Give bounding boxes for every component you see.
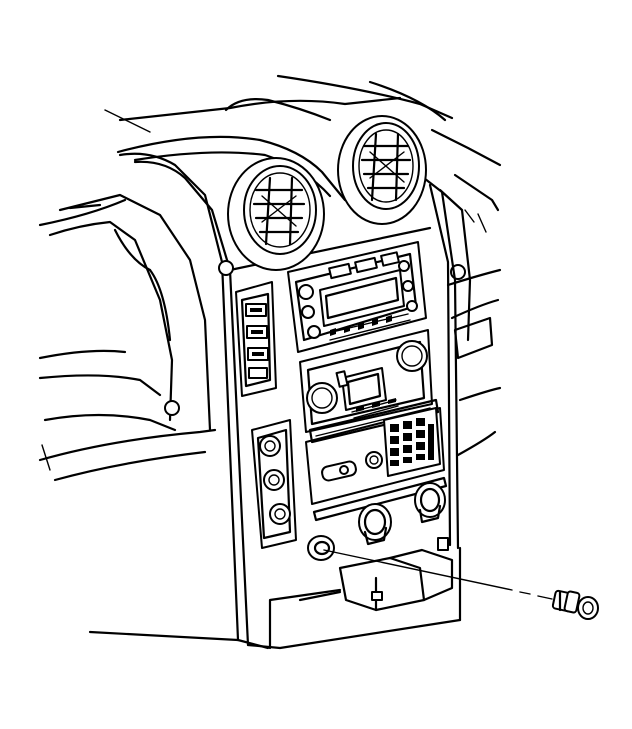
radio-unit: [287, 241, 427, 353]
mounting-hole: [307, 535, 335, 561]
keypad-buttons: [390, 418, 434, 466]
climate-control-unit: [299, 329, 433, 433]
lower-bracket: [298, 537, 454, 612]
accessory-power-outlets: [358, 482, 446, 546]
dash-hood: [104, 74, 502, 212]
installation-leader-line: [323, 549, 553, 600]
center-stack-bezel: [88, 152, 462, 650]
left-dash-panel: [38, 193, 217, 482]
lower-control-panel: [305, 398, 448, 522]
fastener-plug: [551, 589, 599, 620]
right-air-vent: [337, 115, 427, 225]
left-switch-column: [235, 281, 297, 549]
left-air-vent: [227, 157, 325, 271]
